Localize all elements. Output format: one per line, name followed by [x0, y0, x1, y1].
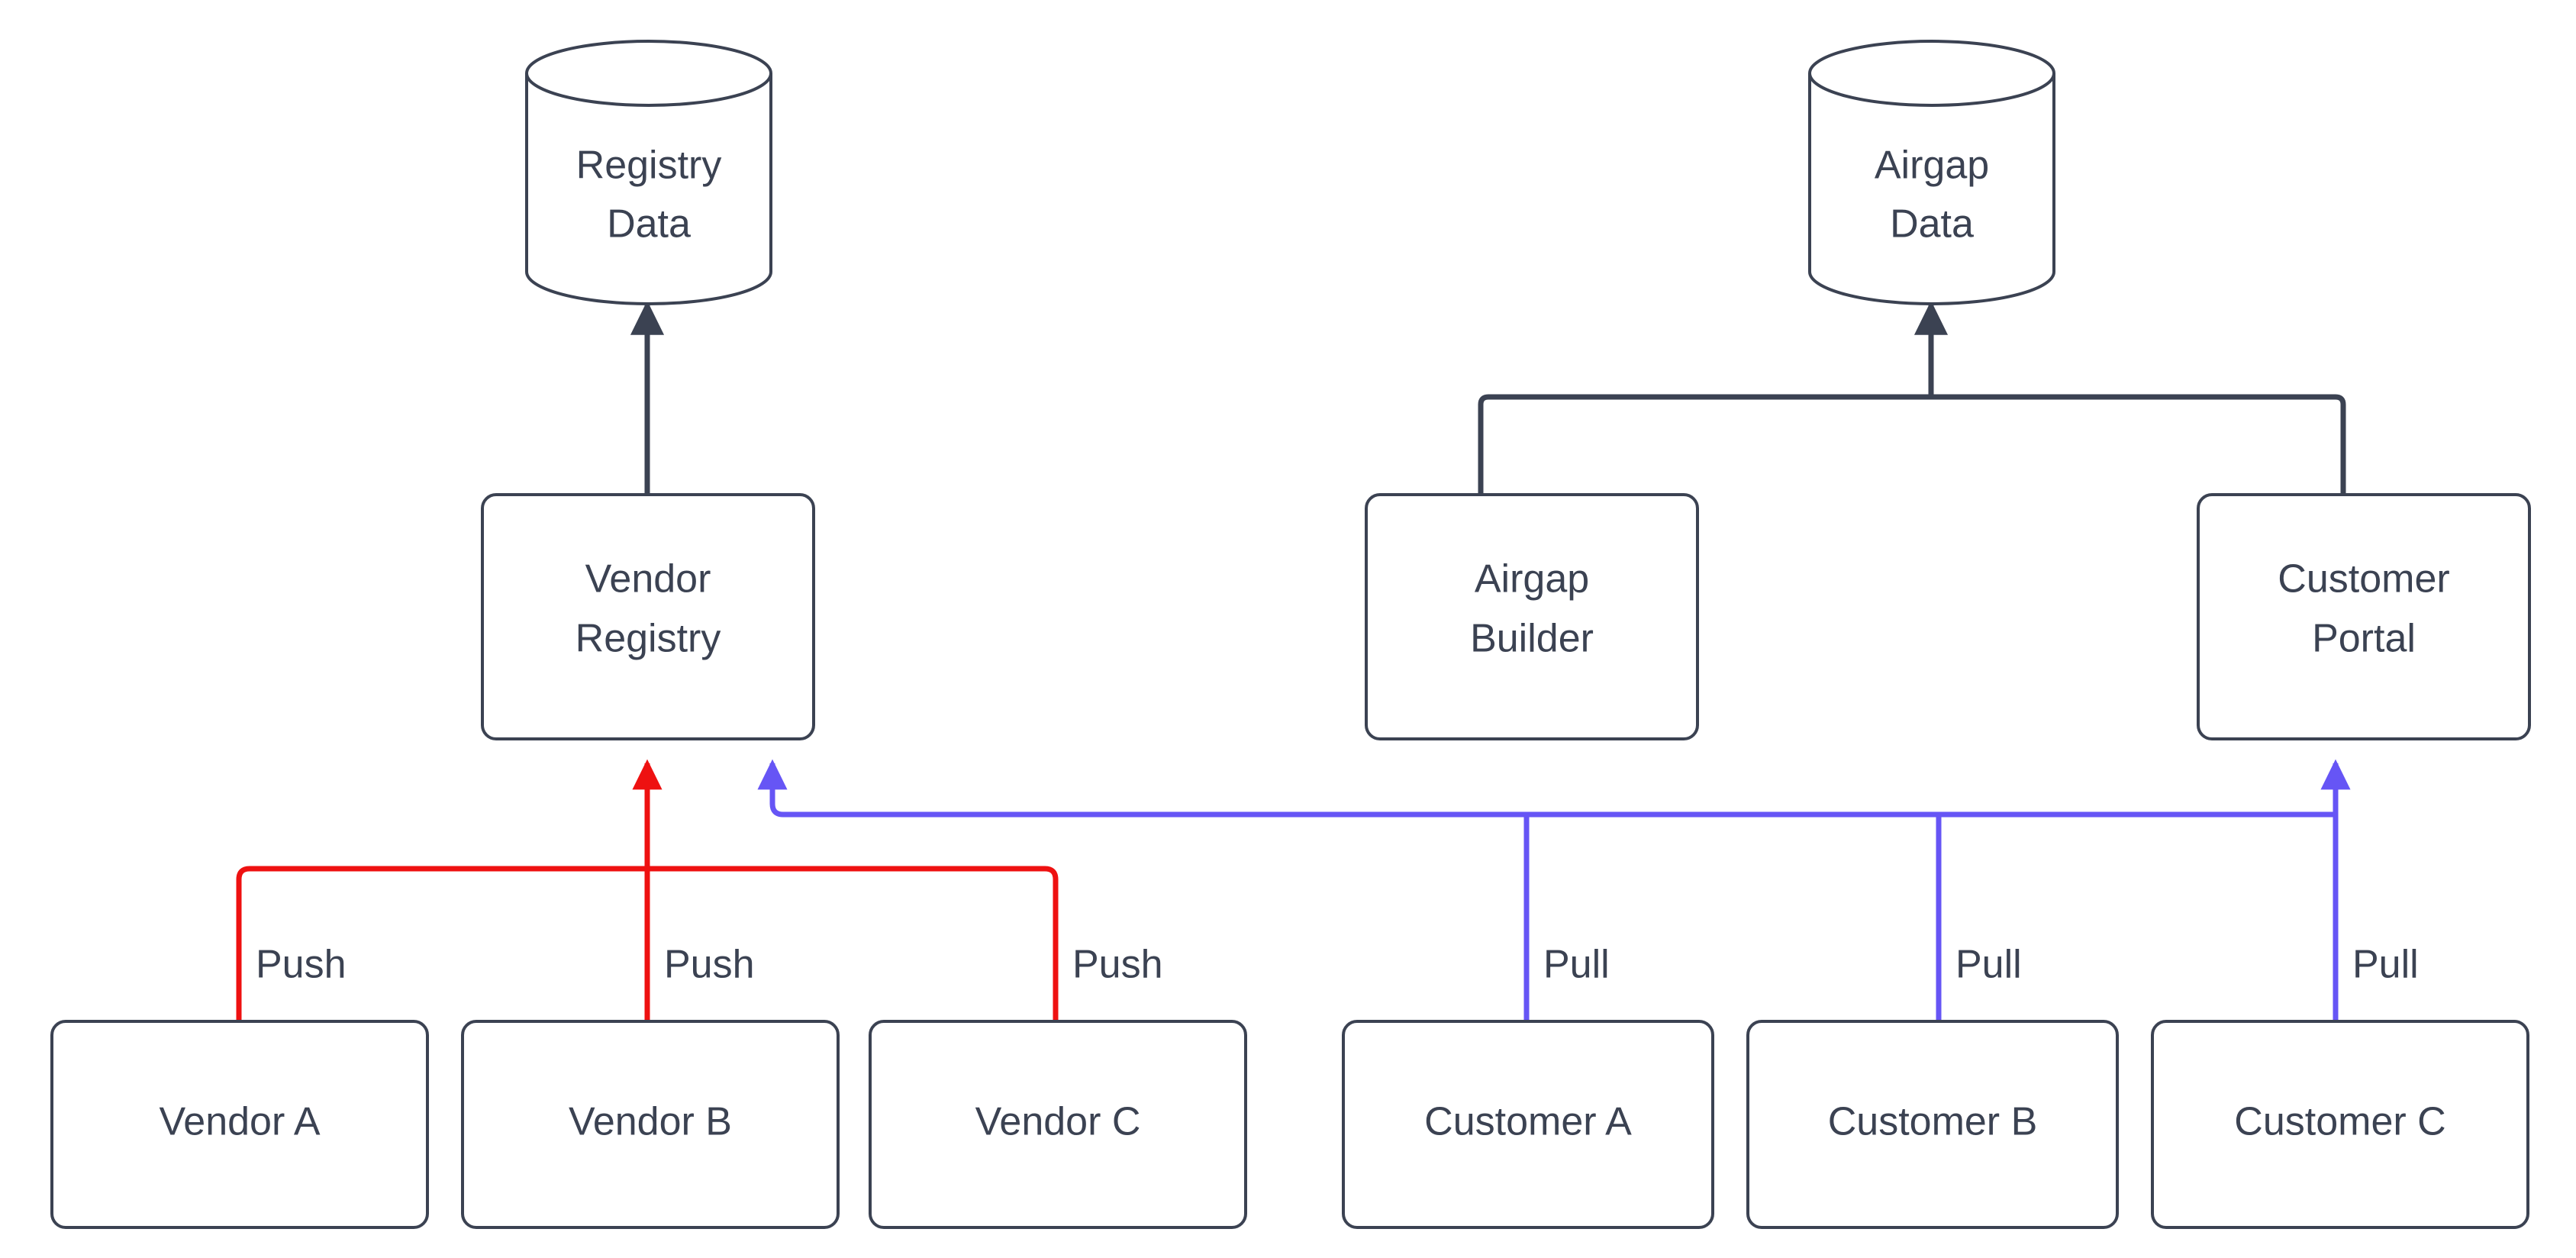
airgap-data-label-line2: Data [1890, 202, 1974, 247]
customer-portal-label-line1: Customer [2278, 557, 2449, 602]
node-airgap-builder[interactable]: Airgap Builder [1365, 493, 1699, 740]
vendor-registry-box [481, 493, 815, 740]
customer-b-label: Customer B [1828, 1100, 2038, 1144]
registry-data-cylinder-body [525, 73, 772, 305]
edge-customer-portal-to-airgap-data [1931, 394, 2346, 495]
edge-customer-b-to-vendor-registry [783, 811, 1942, 1021]
airgap-builder-label-line2: Builder [1470, 617, 1594, 661]
airgap-data-cylinder-top [1808, 40, 2055, 107]
edge-label-push-b: Push [664, 943, 755, 987]
edge-label-pull-c: Pull [2352, 943, 2419, 987]
node-vendor-a[interactable]: Vendor A [50, 1020, 429, 1229]
edge-label-push-a: Push [256, 943, 347, 987]
airgap-builder-label-line1: Airgap [1475, 557, 1589, 602]
vendor-c-label: Vendor C [975, 1100, 1141, 1144]
customer-c-label: Customer C [2234, 1100, 2445, 1144]
registry-data-cylinder-top [525, 40, 772, 107]
node-customer-c[interactable]: Customer C [2151, 1020, 2529, 1229]
customer-portal-label-line2: Portal [2312, 617, 2416, 661]
edge-label-push-c: Push [1072, 943, 1163, 987]
edge-vendor-a-to-vendor-registry [236, 866, 647, 1021]
customer-b-box [1746, 1020, 2119, 1229]
customer-a-box [1342, 1020, 1714, 1229]
vendor-a-box [50, 1020, 429, 1229]
registry-data-label-line2: Data [607, 202, 691, 247]
vendor-registry-label-line1: Vendor [585, 557, 711, 602]
airgap-data-label-line1: Airgap [1875, 144, 1989, 188]
vendor-registry-label-line2: Registry [575, 617, 721, 661]
edge-customer-a-to-vendor-registry [757, 759, 1530, 1021]
edge-label-pull-a: Pull [1543, 943, 1610, 987]
vendor-b-label: Vendor B [569, 1100, 732, 1144]
registry-data-label-line1: Registry [576, 144, 722, 188]
airgap-data-cylinder-body [1808, 73, 2055, 305]
customer-a-label: Customer A [1424, 1100, 1632, 1144]
customer-portal-box [2197, 493, 2531, 740]
vendor-a-label: Vendor A [159, 1100, 320, 1144]
vendor-b-box [461, 1020, 840, 1229]
node-vendor-b[interactable]: Vendor B [461, 1020, 840, 1229]
node-vendor-registry[interactable]: Vendor Registry [481, 493, 815, 740]
edge-vendor-c-to-vendor-registry [647, 866, 1059, 1021]
airgap-builder-box [1365, 493, 1699, 740]
node-customer-portal[interactable]: Customer Portal [2197, 493, 2531, 740]
edge-label-pull-b: Pull [1955, 943, 2022, 987]
vendor-c-box [869, 1020, 1247, 1229]
node-registry-data[interactable]: Registry Data [525, 40, 772, 305]
edge-airgap-builder-to-airgap-data [1478, 394, 1931, 495]
node-airgap-data[interactable]: Airgap Data [1808, 40, 2055, 305]
customer-c-box [2151, 1020, 2529, 1229]
node-customer-b[interactable]: Customer B [1746, 1020, 2119, 1229]
node-customer-a[interactable]: Customer A [1342, 1020, 1714, 1229]
node-vendor-c[interactable]: Vendor C [869, 1020, 1247, 1229]
